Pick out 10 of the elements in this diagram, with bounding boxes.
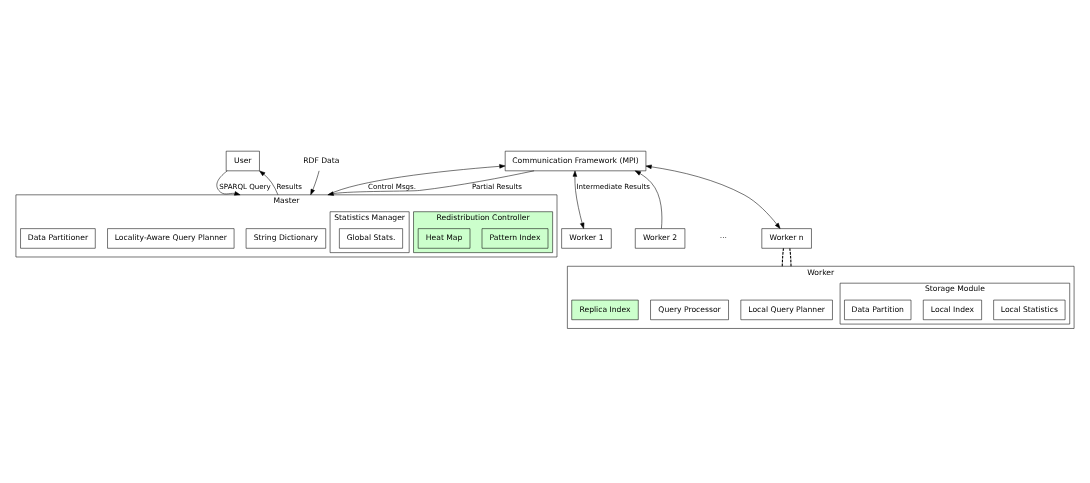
arrow bbox=[572, 170, 585, 229]
arrow bbox=[327, 170, 535, 196]
arrow bbox=[634, 170, 663, 229]
arrow bbox=[327, 163, 506, 195]
arrow bbox=[216, 170, 241, 195]
connector bbox=[781, 247, 784, 267]
arrow bbox=[259, 170, 279, 195]
arrow bbox=[645, 164, 781, 229]
arrow bbox=[310, 170, 320, 195]
connector bbox=[789, 247, 792, 267]
